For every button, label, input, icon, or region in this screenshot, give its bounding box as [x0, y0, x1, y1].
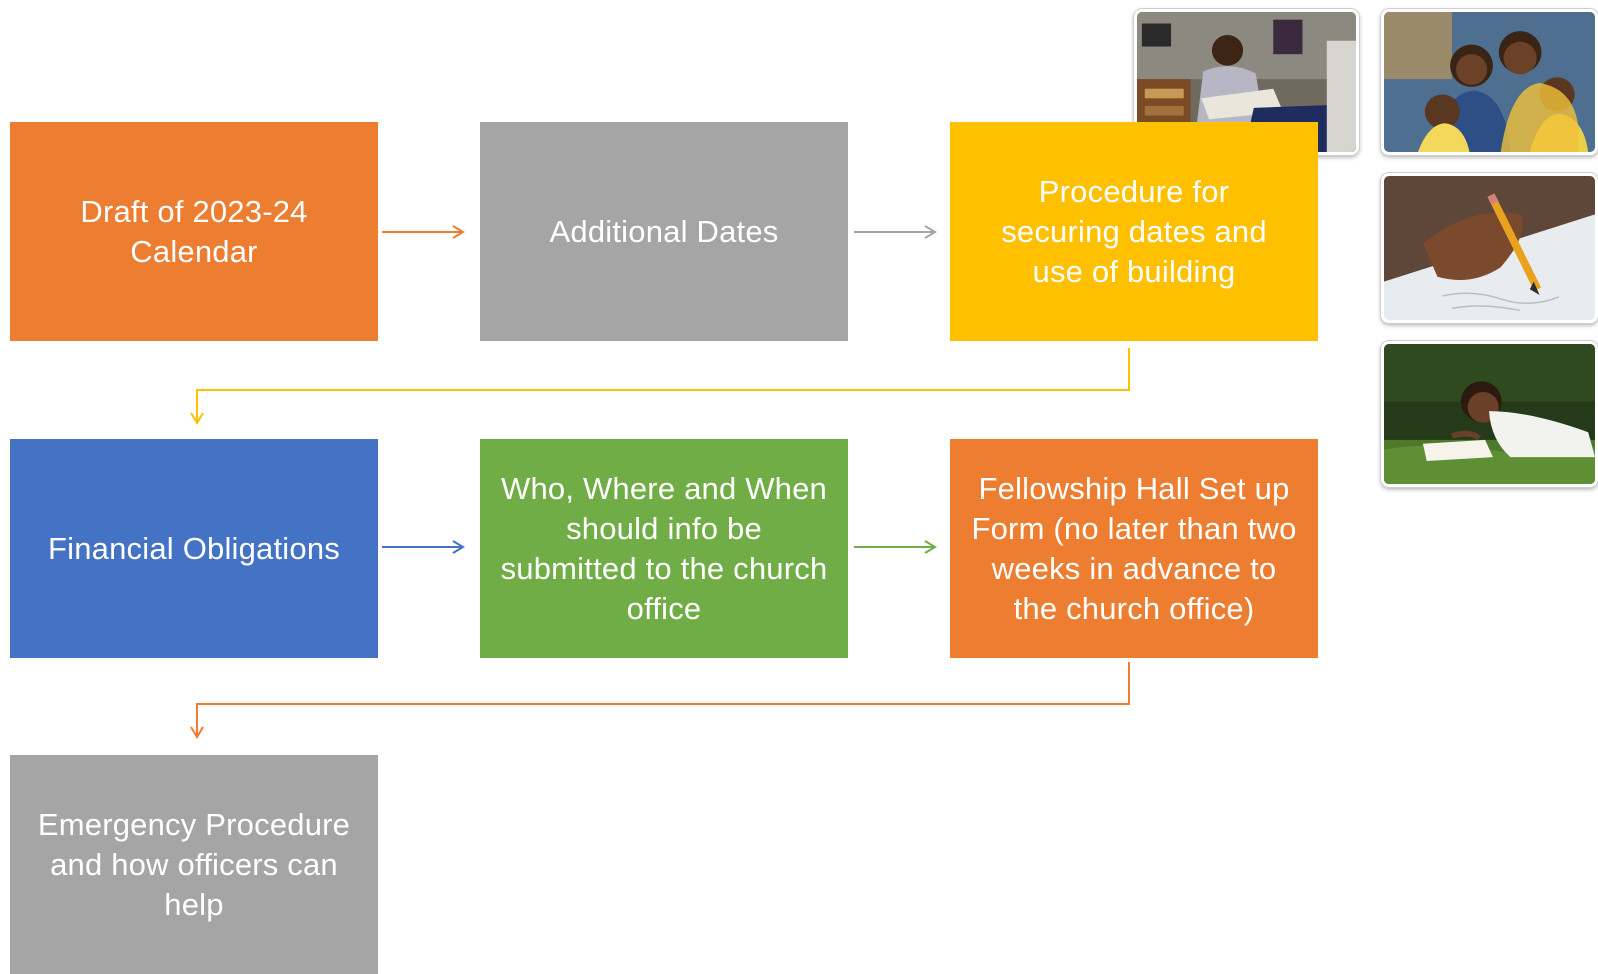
photo-family: [1381, 9, 1598, 155]
elbow-procedure-to-financial: [190, 348, 1130, 425]
step-who-where-when-label: Who, Where and When should info be submi…: [500, 470, 828, 626]
step-emergency-procedure-label: Emergency Procedure and how officers can…: [37, 806, 351, 922]
step-procedure-securing-dates-label: Procedure for securing dates and use of …: [1001, 173, 1267, 289]
elbow-fellowship-to-emergency: [190, 662, 1130, 739]
step-draft-calendar: Draft of 2023-24 Calendar: [10, 122, 378, 341]
step-fellowship-hall-form: Fellowship Hall Set up Form (no later th…: [950, 439, 1318, 658]
step-financial-obligations: Financial Obligations: [10, 439, 378, 658]
step-emergency-procedure: Emergency Procedure and how officers can…: [10, 755, 378, 974]
step-additional-dates-label: Additional Dates: [549, 213, 779, 249]
photo-child-reading: [1381, 341, 1598, 487]
step-fellowship-hall-form-label: Fellowship Hall Set up Form (no later th…: [971, 470, 1297, 626]
step-financial-obligations-label: Financial Obligations: [48, 530, 340, 566]
step-draft-calendar-label: Draft of 2023-24 Calendar: [80, 193, 308, 269]
photo-hand-writing: [1381, 173, 1598, 323]
step-procedure-securing-dates: Procedure for securing dates and use of …: [950, 122, 1318, 341]
step-who-where-when: Who, Where and When should info be submi…: [480, 439, 848, 658]
step-additional-dates: Additional Dates: [480, 122, 848, 341]
